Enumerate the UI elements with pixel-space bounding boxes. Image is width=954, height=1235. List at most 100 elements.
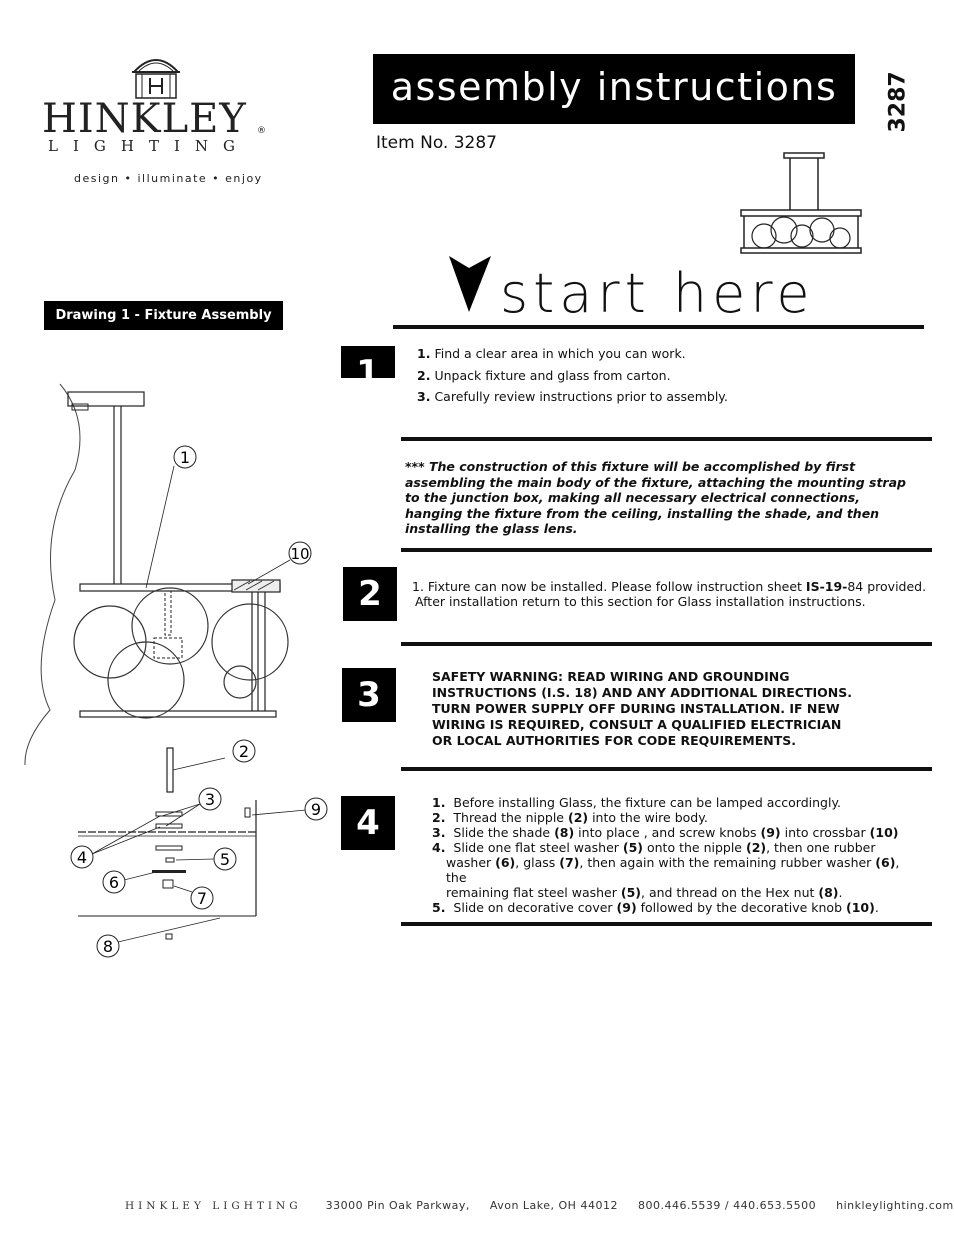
step-1-list: 1. Find a clear area in which you can wo… [417, 343, 897, 408]
registered-mark: ® [257, 126, 266, 136]
drawing-label: Drawing 1 - Fixture Assembly [44, 301, 283, 330]
step-4-item-cont: remaining flat steel washer (5), and thr… [432, 885, 912, 900]
footer-city: Avon Lake, OH 44012 [489, 1199, 618, 1212]
footer-website-link[interactable]: hinkleylighting.com [836, 1199, 954, 1212]
callout-4: 4 [77, 848, 87, 867]
hinkley-dome-logo-icon [132, 59, 180, 99]
step-4-text: Slide the shade [453, 825, 555, 840]
callout-1: 1 [180, 448, 190, 467]
step-4-item: 5. Slide on decorative cover (9) followe… [432, 900, 912, 915]
step-1-item-num: 1. [417, 346, 431, 361]
divider-2 [401, 548, 932, 552]
divider-5 [401, 922, 932, 926]
callout-10: 10 [290, 545, 309, 563]
step-4-item-num: 1. [432, 795, 446, 810]
callout-5: 5 [220, 850, 230, 869]
step-4-item: 2. Thread the nipple (2) into the wire b… [432, 810, 912, 825]
step-4-number: 4 [356, 803, 380, 843]
step-1-item-text: Unpack fixture and glass from carton. [434, 367, 671, 383]
part-ref: (9) [616, 900, 637, 915]
step-4-item-num: 2. [432, 810, 446, 825]
brand-subtitle: LIGHTING [48, 137, 250, 155]
step-2-line-1: 1. Fixture can now be installed. Please … [412, 579, 932, 594]
step-4-item-cont: washer (6), glass (7), then again with t… [432, 855, 912, 885]
step-1-item-text: Find a clear area in which you can work. [434, 346, 686, 361]
step-4-text: , the [446, 855, 900, 885]
step-1-item-num: 2. [417, 367, 431, 383]
divider-4 [401, 767, 932, 771]
step-4-item-text: Before installing Glass, the fixture can… [453, 795, 842, 810]
divider-3 [401, 642, 932, 646]
callout-6: 6 [109, 873, 119, 892]
step-4-text: , and thread on the Hex nut [641, 885, 819, 900]
divider-1 [401, 437, 932, 441]
step-1-item: 1. Find a clear area in which you can wo… [417, 343, 897, 365]
part-ref: (2) [745, 840, 767, 855]
page-title: assembly instructions [390, 65, 838, 109]
fixture-thumbnail-image [740, 152, 862, 254]
callout-8: 8 [103, 937, 113, 956]
callout-2: 2 [239, 742, 249, 761]
step-2-line-1-end: 84 provided. [847, 579, 927, 594]
part-ref: (10) [845, 900, 875, 915]
fixture-assembly-drawing: 1 10 2 3 9 4 5 6 7 8 [24, 383, 328, 958]
part-ref: (5) [620, 885, 641, 900]
step-4-badge: 4 [341, 796, 395, 850]
step-4-item-num: 3. [432, 825, 446, 840]
step-4-item: 3. Slide the shade (8) into place , and … [432, 825, 912, 840]
footer: HINKLEY LIGHTING 33000 Pin Oak Parkway, … [125, 1199, 954, 1212]
step-3-badge: 3 [342, 668, 396, 722]
step-4-text: remaining flat steel washer [446, 885, 621, 900]
part-ref: (2) [567, 810, 589, 825]
step-4-text: into place , and screw knobs [574, 825, 761, 840]
step-1-number: 1 [356, 353, 380, 378]
part-ref: (9) [760, 825, 781, 840]
callout-9: 9 [311, 800, 321, 819]
instruction-sheet-ref: IS-19- [805, 579, 848, 594]
step-2-number: 2 [358, 574, 382, 614]
side-item-number: 3287 [885, 71, 911, 133]
start-arrow-icon [449, 256, 491, 312]
footer-address: 33000 Pin Oak Parkway, [325, 1199, 470, 1212]
step-4-item: 1. Before installing Glass, the fixture … [432, 795, 912, 810]
step-1-item: 3. Carefully review instructions prior t… [417, 386, 897, 408]
callout-7: 7 [197, 889, 207, 908]
step-2-line-1-text: 1. Fixture can now be installed. Please … [412, 579, 806, 594]
step-4-text: , glass [515, 855, 560, 870]
start-divider [393, 325, 924, 329]
step-4-text: onto the nipple [643, 840, 746, 855]
step-4-text: , then again with the remaining rubber w… [579, 855, 876, 870]
step-4-text: into crossbar [780, 825, 870, 840]
step-4-item-num: 4. [432, 840, 446, 855]
part-ref: (8) [818, 885, 839, 900]
step-4-text: Slide on decorative cover [453, 900, 617, 915]
step-4-text: . [874, 900, 879, 915]
brand-wordmark: HINKLEY [42, 96, 247, 142]
step-1-item: 2. Unpack fixture and glass from carton. [417, 365, 897, 387]
step-1-item-text: Carefully review instructions prior to a… [434, 389, 728, 404]
safety-warning: SAFETY WARNING: READ WIRING AND GROUNDIN… [432, 669, 853, 748]
step-4-list: 1. Before installing Glass, the fixture … [432, 795, 912, 915]
step-4-text: followed by the decorative knob [636, 900, 846, 915]
part-ref: (6) [495, 855, 516, 870]
construction-note: *** The construction of this fixture wil… [405, 459, 906, 536]
step-4-text: washer [446, 855, 496, 870]
ceiling-outline [24, 383, 81, 766]
brand-tagline: design • illuminate • enjoy [74, 172, 263, 185]
step-4-text: Thread the nipple [453, 810, 568, 825]
part-ref: (6) [875, 855, 896, 870]
step-1-item-num: 3. [417, 389, 431, 404]
part-ref: (7) [559, 855, 580, 870]
item-number: Item No. 3287 [376, 133, 497, 153]
step-3-number: 3 [357, 675, 381, 715]
step-2-badge: 2 [343, 567, 397, 621]
step-4-text: . [838, 885, 843, 900]
part-ref: (5) [622, 840, 644, 855]
step-4-text: into the wire body. [588, 810, 708, 825]
step-4-text: , then one rubber [766, 840, 876, 855]
part-ref: (10) [869, 825, 899, 840]
callout-3: 3 [205, 790, 215, 809]
part-ref: (8) [554, 825, 575, 840]
footer-company: HINKLEY LIGHTING [125, 1200, 302, 1212]
step-4-item: 4. Slide one flat steel washer (5) onto … [432, 840, 912, 855]
